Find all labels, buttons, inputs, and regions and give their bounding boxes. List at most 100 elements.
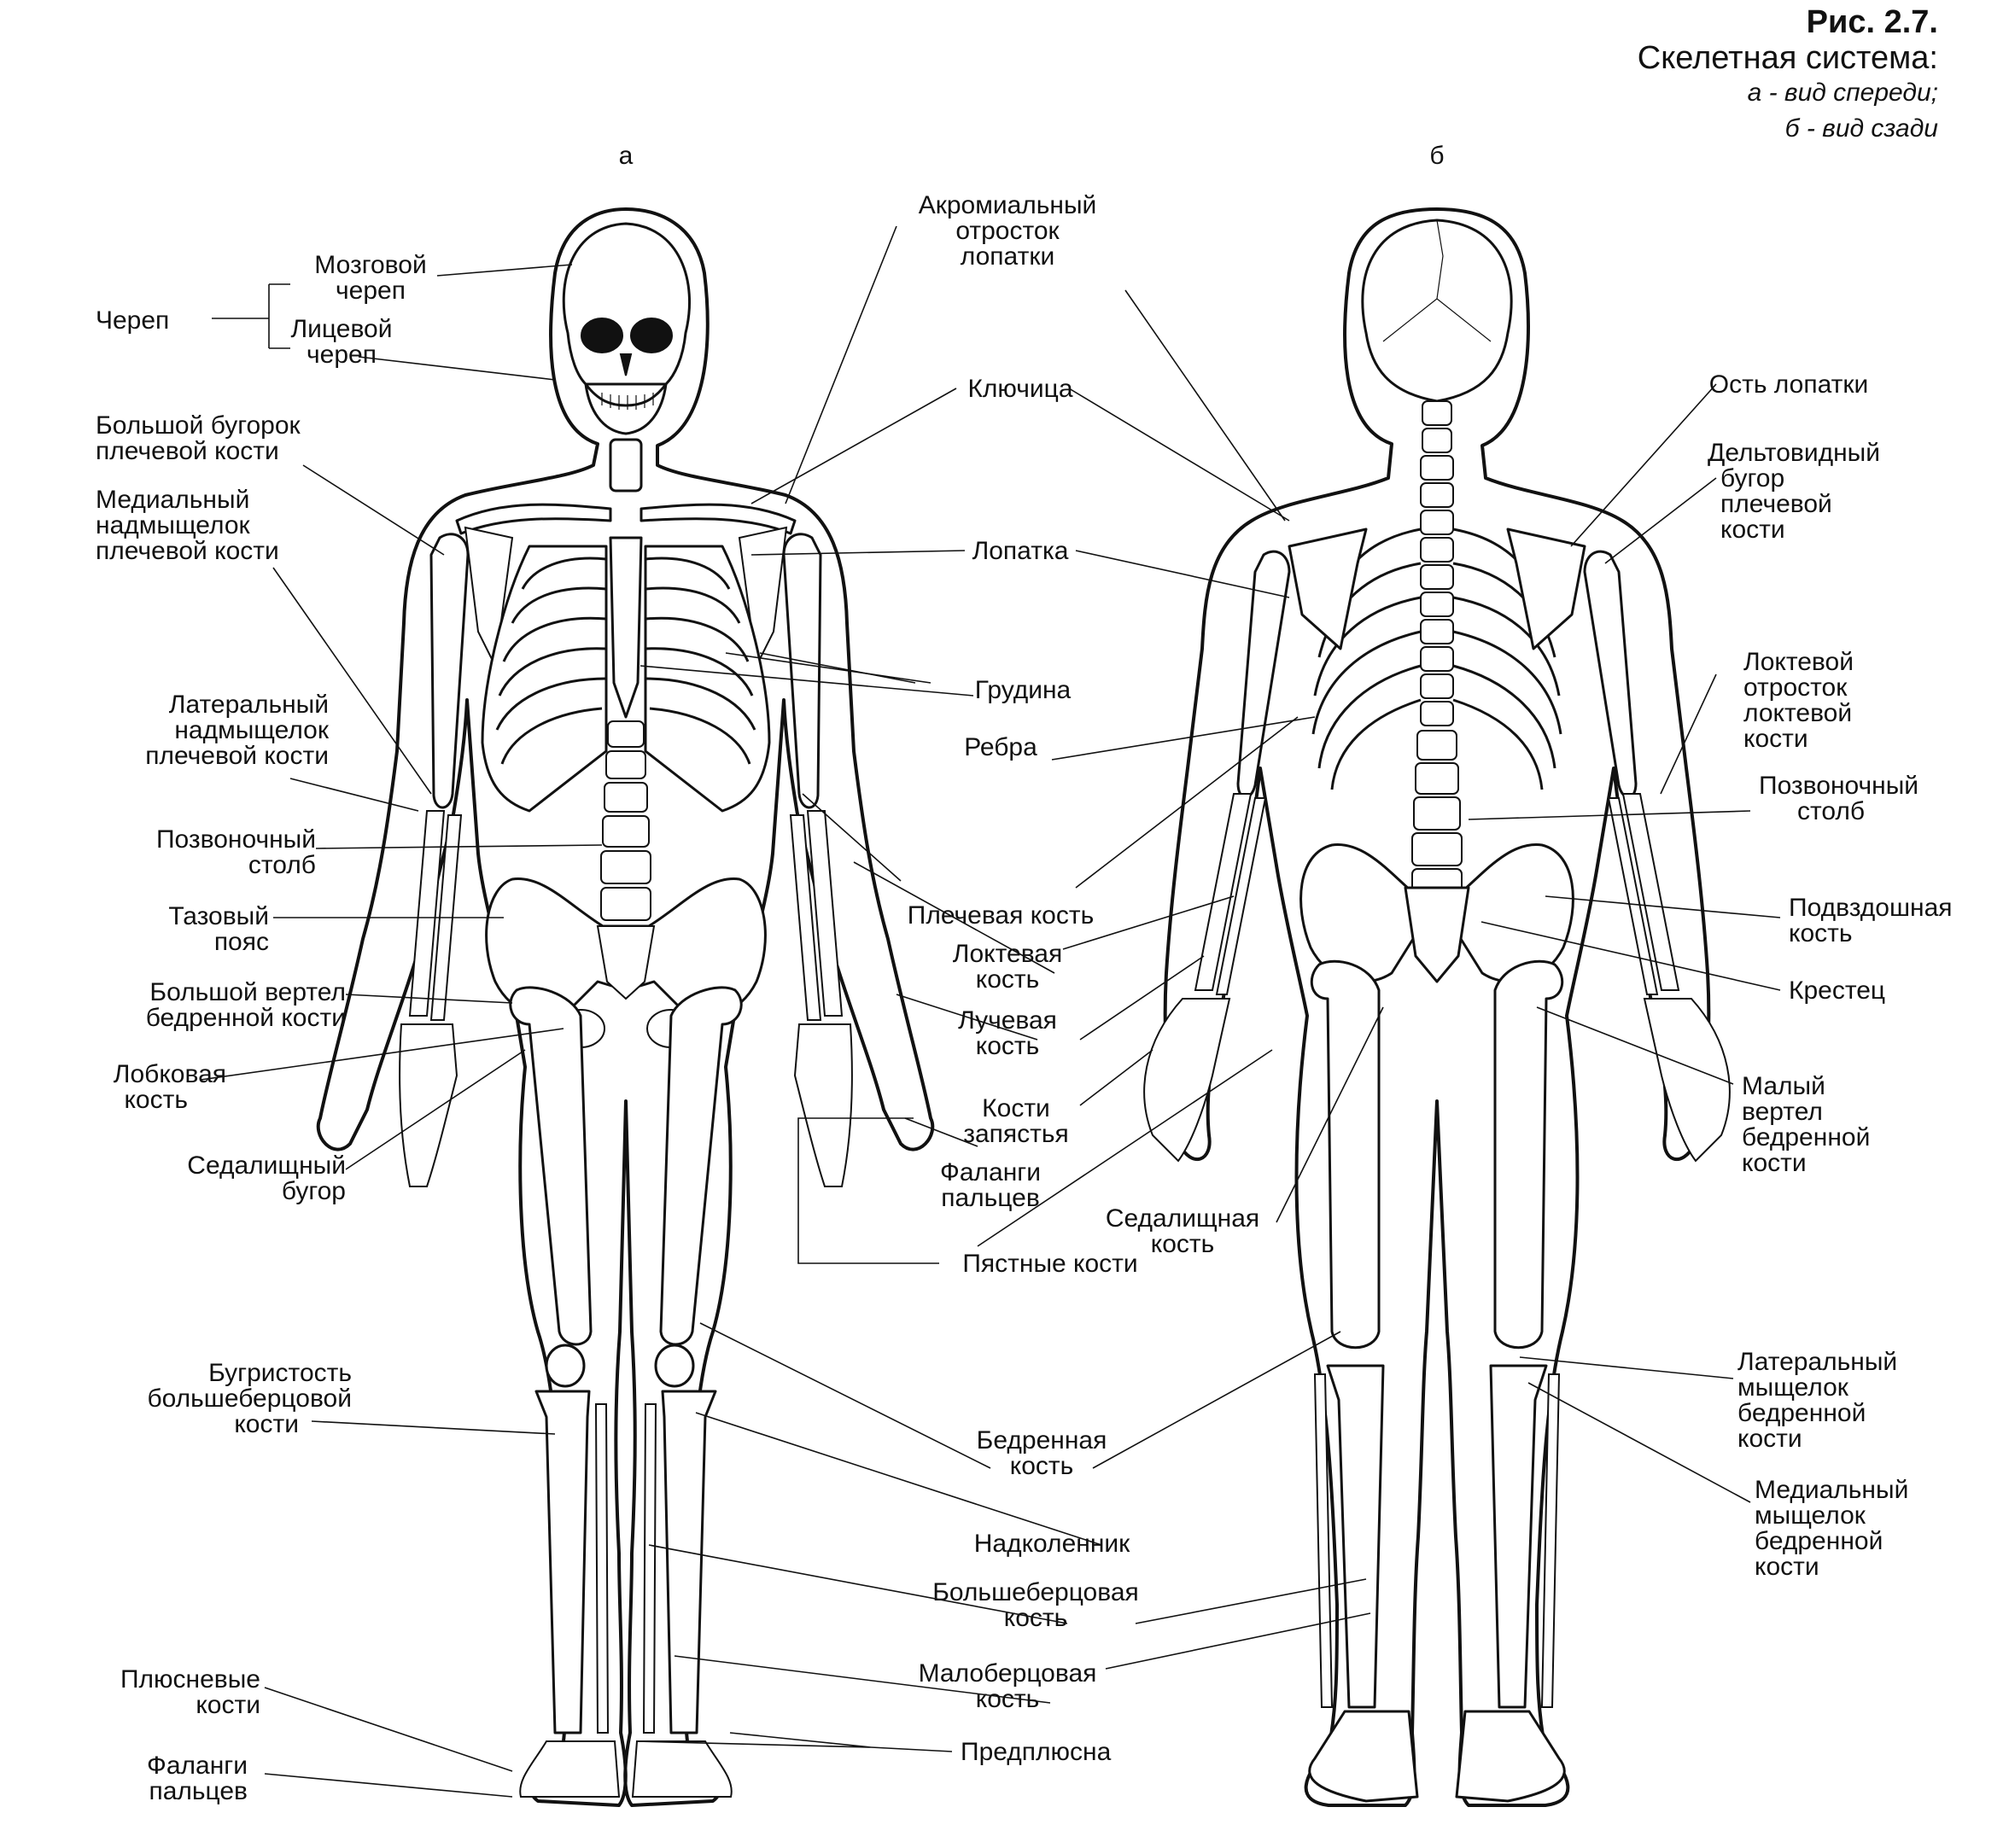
label-falf-2: пальцев: [149, 1777, 248, 1805]
front-left-clavicle: [455, 503, 612, 535]
label-lat-nad-3: плечевой кости: [145, 742, 329, 770]
label-pozv-a-2: столб: [248, 851, 316, 879]
back-right-humerus: [1583, 550, 1638, 799]
label-latmysh-4: кости: [1737, 1425, 1802, 1453]
label-bugr-1: Бугристость: [208, 1359, 352, 1387]
label-luch-1: Лучевая: [958, 1006, 1057, 1035]
back-left-tibia: [1326, 1364, 1385, 1709]
label-malvert-1: Малый: [1742, 1072, 1825, 1100]
label-medmysh-2: мыщелок: [1755, 1501, 1866, 1530]
label-medmysh-3: бедренной: [1755, 1527, 1883, 1555]
label-delt-3: плечевой: [1720, 490, 1832, 518]
front-left-foot: [519, 1740, 621, 1798]
front-right-patella: [654, 1344, 695, 1388]
label-olek-1: Локтевой: [1743, 648, 1854, 676]
label-lokt-2: кость: [976, 965, 1040, 994]
label-med-nad-2: надмыщелок: [96, 511, 251, 539]
label-falh-2: пальцев: [941, 1184, 1040, 1212]
back-right-foot: [1455, 1710, 1566, 1803]
label-falh-1: Фаланги: [940, 1158, 1041, 1186]
label-malvert-2: вертел: [1742, 1098, 1823, 1126]
label-vertel-1: Большой вертел: [149, 978, 346, 1006]
label-malob-1: Малоберцовая: [919, 1659, 1097, 1688]
labels-right: Ость лопатки Дельтовидный бугор плечевой…: [1708, 370, 1953, 1581]
labels-left: Череп Мозговой череп Лицевой череп Больш…: [96, 251, 427, 1805]
back-left-forearm: [1194, 793, 1267, 995]
front-cervical-spine: [609, 438, 643, 493]
front-sternum: [609, 536, 643, 719]
back-left-humerus: [1236, 550, 1291, 799]
back-right-scapula: [1506, 528, 1586, 650]
label-latmysh-2: мыщелок: [1737, 1373, 1849, 1402]
front-skull-left-orbit: [581, 318, 623, 353]
label-pozv-b-2: столб: [1797, 797, 1865, 825]
front-right-foot: [631, 1740, 733, 1798]
label-malob-2: кость: [976, 1685, 1040, 1713]
label-akrom-1: Акромиальный: [919, 191, 1097, 219]
view-a-letter: а: [619, 142, 634, 170]
label-nadk: Надколенник: [974, 1530, 1130, 1558]
label-rebra: Ребра: [964, 733, 1037, 761]
front-skull-teeth: [601, 393, 654, 410]
label-plyusn-1: Плюсневые: [120, 1665, 260, 1694]
front-right-tibia: [661, 1390, 717, 1734]
back-spine: [1411, 400, 1463, 902]
front-left-tibia: [534, 1390, 591, 1734]
front-view-skeleton: [316, 207, 935, 1807]
label-zap-2: запястья: [963, 1120, 1069, 1148]
back-right-fibula: [1540, 1373, 1561, 1708]
label-litsevoy-1: Лицевой: [290, 315, 392, 343]
label-pozv-a-1: Позвоночный: [156, 825, 316, 854]
label-zap-1: Кости: [982, 1094, 1050, 1122]
front-left-patella: [545, 1344, 586, 1388]
label-med-nad-1: Медиальный: [96, 486, 249, 514]
back-view-skeleton: [1143, 207, 1731, 1807]
back-left-femur: [1310, 959, 1381, 1350]
label-predpl: Предплюсна: [961, 1738, 1112, 1766]
label-sedb-1: Седалищный: [187, 1151, 346, 1180]
view-a-caption: а - вид спереди;: [1748, 79, 1938, 107]
back-skull: [1361, 219, 1513, 403]
back-right-hand: [1643, 998, 1731, 1163]
label-akrom-3: лопатки: [961, 242, 1054, 271]
front-right-forearm: [789, 810, 844, 1021]
label-medmysh-4: кости: [1755, 1553, 1819, 1581]
front-skull-nasal: [619, 353, 633, 376]
label-bedr-2: кость: [1010, 1452, 1074, 1480]
label-lobk-2: кость: [124, 1086, 188, 1114]
front-sacrum: [596, 925, 656, 1000]
label-olek-2: отросток: [1743, 673, 1848, 702]
front-left-humerus: [429, 533, 470, 809]
label-ost: Ость лопатки: [1709, 370, 1868, 399]
front-right-hand: [793, 1023, 853, 1187]
label-delt-4: кости: [1720, 516, 1785, 544]
front-right-fibula: [642, 1403, 657, 1734]
label-med-nad-3: плечевой кости: [96, 537, 279, 565]
label-luch-2: кость: [976, 1032, 1040, 1060]
front-right-humerus: [782, 533, 822, 809]
label-plyusn-2: кости: [196, 1691, 260, 1719]
front-right-clavicle: [639, 503, 797, 535]
back-left-scapula: [1288, 528, 1368, 650]
back-left-foot: [1308, 1710, 1419, 1803]
label-olek-3: локтевой: [1743, 699, 1852, 727]
label-lat-nad-1: Латеральный: [169, 691, 329, 719]
label-plech: Плечевая кость: [908, 901, 1094, 930]
label-latmysh-1: Латеральный: [1737, 1348, 1897, 1376]
front-left-femur: [509, 986, 593, 1346]
back-right-tibia: [1489, 1364, 1548, 1709]
label-malvert-3: бедренной: [1742, 1123, 1870, 1151]
label-akrom-2: отросток: [955, 217, 1060, 245]
label-taz-2: пояс: [214, 928, 269, 956]
label-klyuch: Ключица: [967, 375, 1072, 403]
label-grudina: Грудина: [975, 676, 1072, 704]
figure-caption-title: Скелетная система:: [1638, 40, 1938, 76]
label-pyast: Пястные кости: [962, 1250, 1137, 1278]
figure-number: Рис. 2.7.: [1807, 4, 1938, 40]
back-right-forearm: [1607, 793, 1680, 995]
label-podv-1: Подвздошная: [1789, 894, 1953, 922]
label-bugr-3: кости: [234, 1410, 299, 1438]
label-bugorok-1: Большой бугорок: [96, 411, 301, 440]
label-mozgovoy-1: Мозговой: [314, 251, 426, 279]
